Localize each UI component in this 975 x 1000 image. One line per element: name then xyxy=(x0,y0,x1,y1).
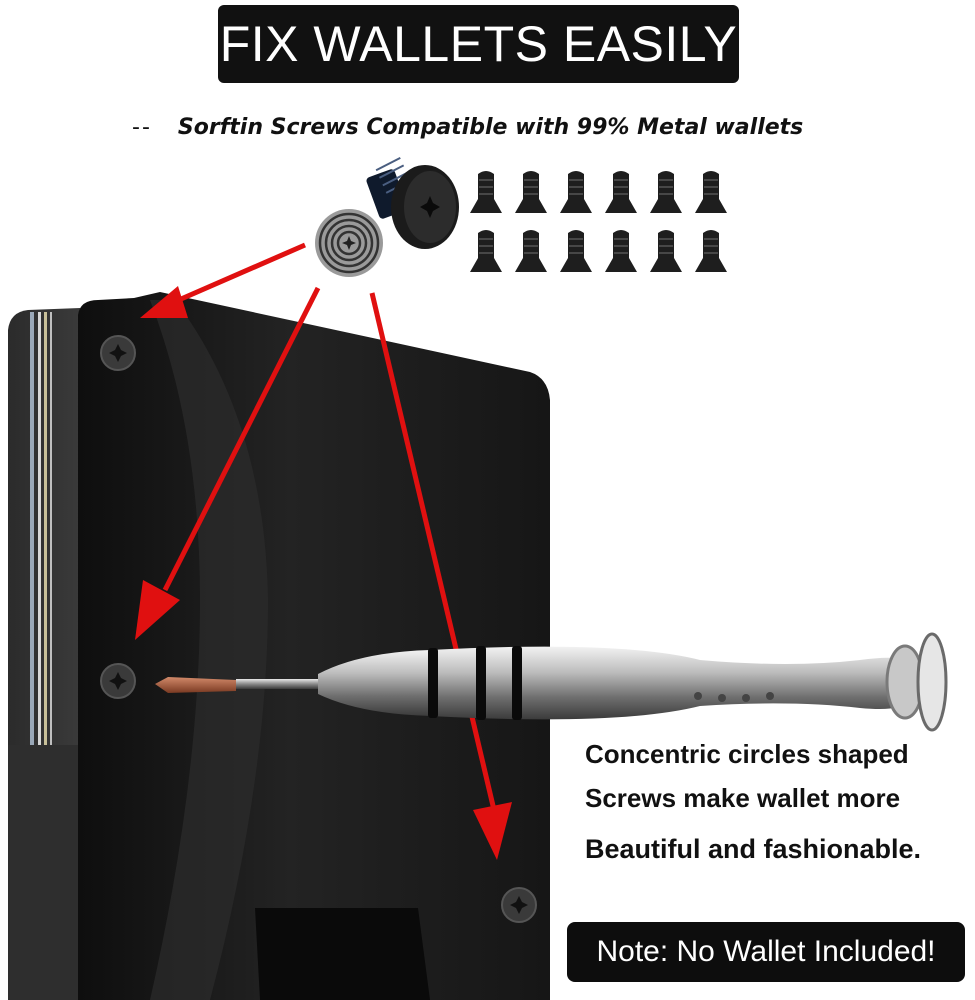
title-badge: FIX WALLETS EASILY xyxy=(218,5,739,83)
card-edge-gold xyxy=(44,312,47,745)
wallet-screw-bottom xyxy=(501,887,537,923)
caption-line-1: Concentric circles shaped xyxy=(585,739,909,769)
arrow-icon xyxy=(140,242,306,318)
screwdriver-icon xyxy=(155,632,948,732)
card-edge-light xyxy=(50,312,52,745)
screw-icon xyxy=(515,230,547,272)
wallet-clip-notch xyxy=(255,908,430,1000)
large-screw-icon xyxy=(366,156,459,249)
note-badge: Note: No Wallet Included! xyxy=(567,922,965,982)
arrow-icon xyxy=(369,292,512,860)
screw-icon xyxy=(560,230,592,272)
screw-icon xyxy=(650,230,682,272)
note-text: Note: No Wallet Included! xyxy=(596,935,936,968)
screw-icon xyxy=(560,171,592,213)
screw-icon xyxy=(470,171,502,213)
arrow-icon xyxy=(135,286,321,640)
screw-icon xyxy=(470,230,502,272)
caption-line-2: Screws make wallet more xyxy=(585,783,901,813)
feature-caption: Concentric circles shaped Screws make wa… xyxy=(585,735,970,873)
subtitle: -- Sorftin Screws Compatible with 99% Me… xyxy=(132,110,803,144)
page-title: FIX WALLETS EASILY xyxy=(219,16,738,72)
screw-icon xyxy=(515,171,547,213)
screw-icon xyxy=(650,171,682,213)
metal-wallet xyxy=(8,292,550,1000)
screw-icon xyxy=(605,230,637,272)
screw-icon xyxy=(695,171,727,213)
wallet-screw-middle xyxy=(100,663,136,699)
wallet-fabric-band xyxy=(8,745,80,1000)
card-edge-blue xyxy=(30,312,34,745)
card-edge-silver xyxy=(38,312,41,745)
screw-icon xyxy=(605,171,637,213)
caption-line-3: Beautiful and fashionable. xyxy=(585,834,922,864)
subtitle-text: Sorftin Screws Compatible with 99% Metal… xyxy=(177,114,804,140)
concentric-screw-head-icon xyxy=(315,209,383,277)
wallet-curve-highlight xyxy=(150,300,268,1000)
screw-set xyxy=(470,171,727,272)
wallet-screw-top xyxy=(100,335,136,371)
screw-icon xyxy=(695,230,727,272)
subtitle-dash: -- xyxy=(132,114,152,140)
